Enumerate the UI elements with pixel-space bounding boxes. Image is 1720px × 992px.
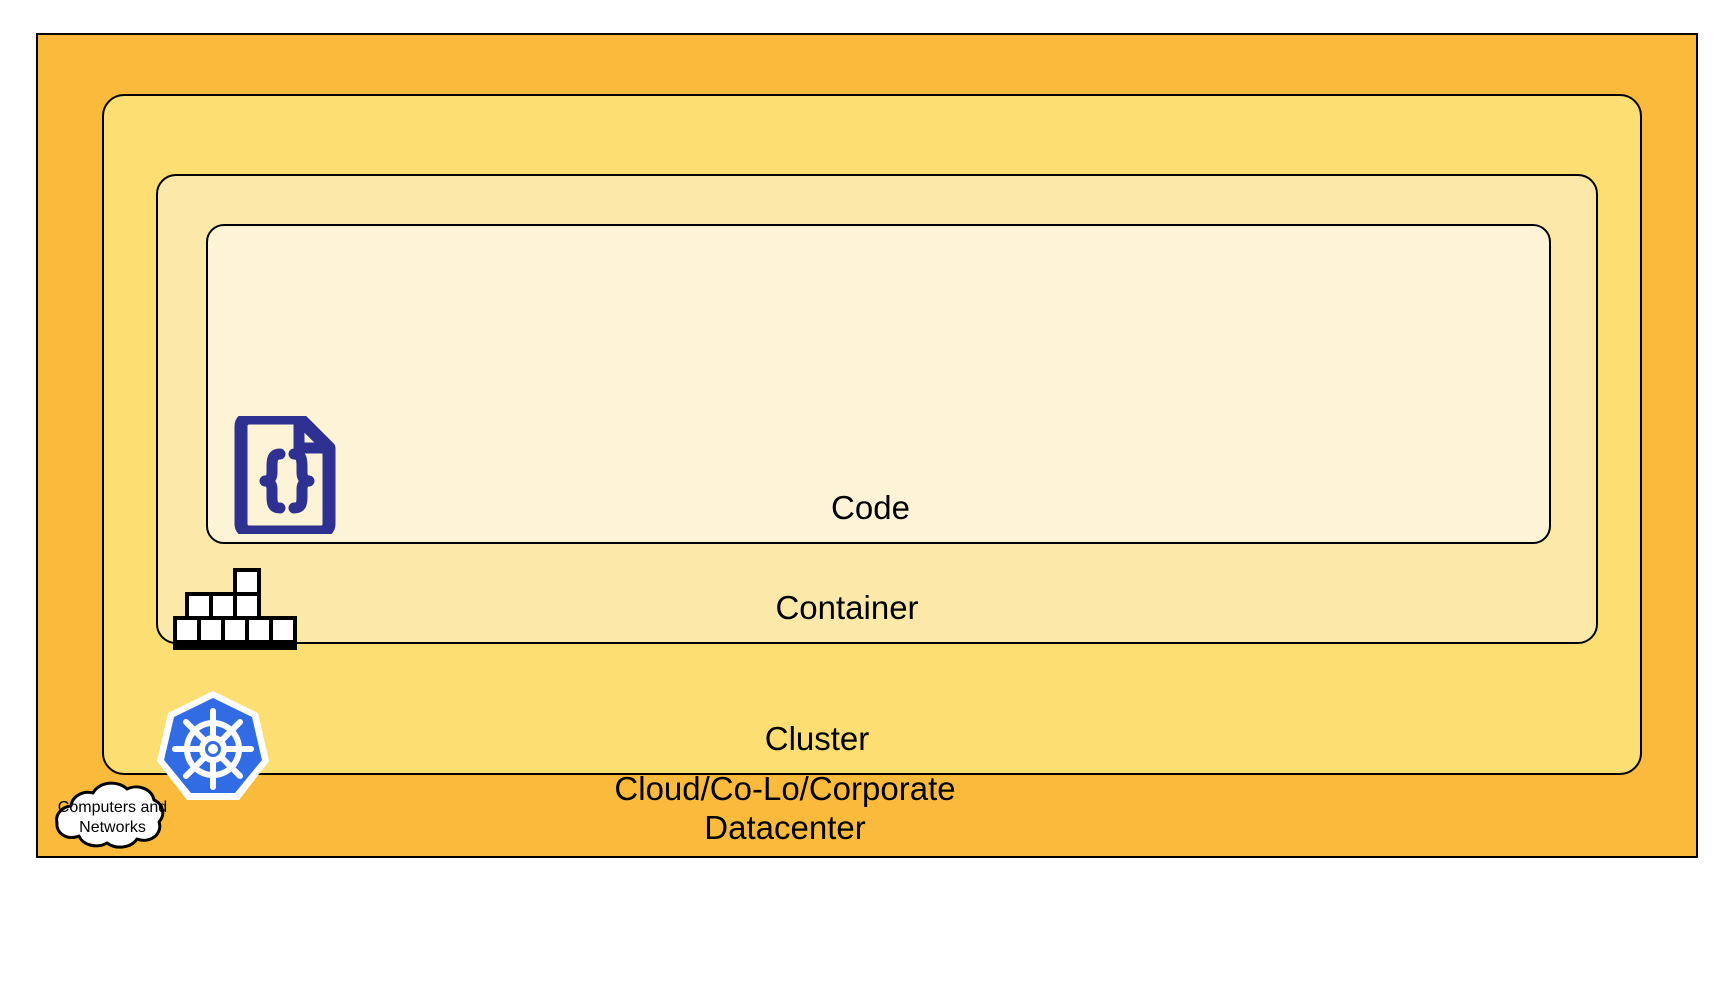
layer-container[interactable]: Code	[156, 174, 1598, 650]
kubernetes-icon	[154, 689, 272, 811]
layer-code[interactable]: Code	[206, 224, 1551, 544]
layer-datacenter-label-line2: Datacenter	[704, 809, 866, 847]
layer-container-label: Container	[775, 589, 919, 627]
container-blocks-icon	[173, 568, 297, 650]
cloud-shape-icon	[55, 781, 165, 849]
layer-datacenter[interactable]: Code	[36, 33, 1698, 858]
layer-code-label: Code	[831, 489, 910, 527]
layer-cluster-label: Cluster	[764, 720, 870, 758]
code-document-icon	[233, 411, 337, 539]
cloud-callout[interactable]: Computers and Networks	[35, 776, 190, 862]
layer-cluster[interactable]: Code	[102, 94, 1642, 800]
